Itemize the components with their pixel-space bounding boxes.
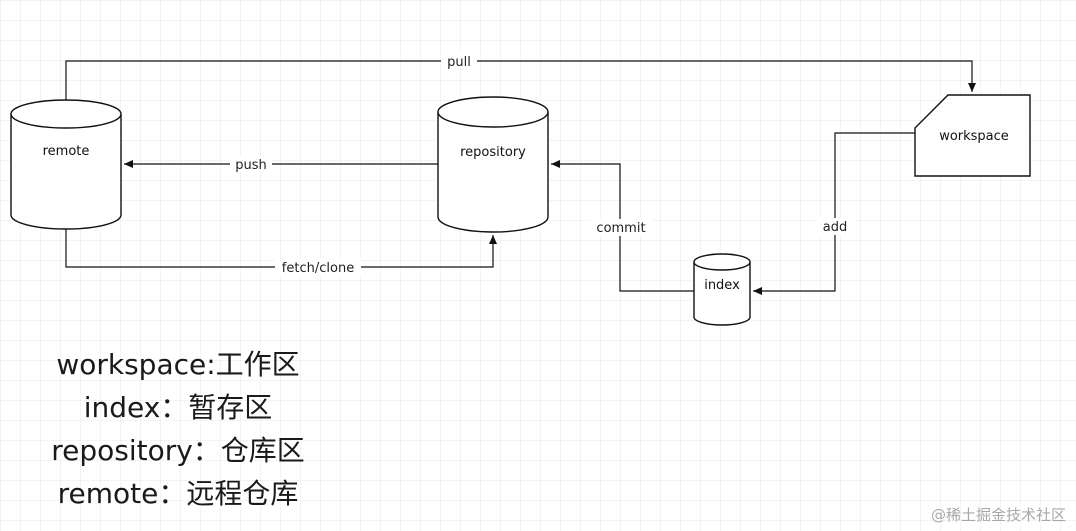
workspace-node: workspace	[914, 94, 1031, 177]
pull-edge: pull	[65, 53, 976, 100]
fetch-clone-edge: fetch/clone	[65, 229, 497, 276]
legend: workspace:工作区 index：暂存区 repository：仓库区 r…	[18, 343, 338, 515]
remote-label: remote	[43, 144, 90, 159]
legend-index: index：暂存区	[83, 391, 273, 424]
commit-label: commit	[596, 221, 645, 236]
watermark: @稀土掘金技术社区	[930, 506, 1066, 524]
remote-node: remote	[10, 99, 122, 230]
index-label: index	[704, 278, 740, 293]
legend-remote: remote：远程仓库	[57, 477, 299, 510]
add-edge: add	[753, 132, 915, 295]
repository-node: repository	[437, 96, 549, 233]
legend-workspace: workspace:工作区	[56, 348, 300, 381]
legend-repository: repository：仓库区	[51, 434, 305, 467]
index-node: index	[693, 253, 751, 326]
repository-label: repository	[460, 145, 526, 160]
add-label: add	[823, 220, 847, 235]
push-label: push	[235, 158, 267, 173]
pull-label: pull	[447, 55, 471, 70]
push-edge: push	[124, 156, 438, 173]
fetch-clone-label: fetch/clone	[282, 261, 354, 276]
workspace-label: workspace	[939, 129, 1009, 144]
commit-edge: commit	[551, 160, 694, 292]
